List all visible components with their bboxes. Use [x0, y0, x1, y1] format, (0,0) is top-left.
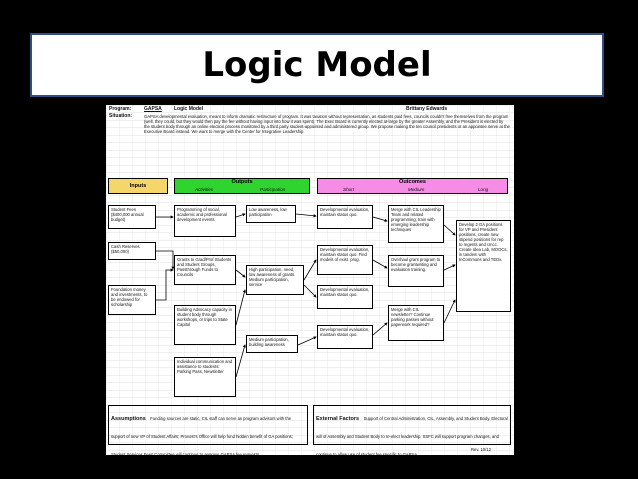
revision-note: Rev. 10/12 [471, 447, 491, 452]
short-outcome-box: Developmental evaluation, maintain statu… [317, 325, 373, 349]
short-outcome-box: Developmental evaluation, maintain statu… [317, 285, 373, 309]
connector-arrows [156, 213, 456, 378]
logic-model-sheet: Program: GAPSA Logic Model Brittany Edwa… [106, 105, 514, 455]
participation-box: Medium participation, building awareness [246, 335, 298, 353]
inputs-header: Inputs [108, 178, 168, 194]
short-outcome-box: Developmental evaluation, maintain statu… [317, 245, 373, 275]
external-factors-label: External Factors [316, 416, 360, 422]
medium-outcome-box: Merge with CIL Leadership Team and relat… [388, 205, 444, 243]
outputs-header: Outputs Activities Participation [174, 178, 310, 194]
short-subheader: Short [343, 187, 354, 192]
outcomes-header: Outcomes Short Medium Long [317, 178, 508, 194]
assumptions-label: Assumptions [111, 416, 146, 422]
outputs-title: Outputs [231, 179, 253, 185]
activity-box: Individual communication and assistance … [174, 357, 236, 397]
activity-box: Building Advocacy capacity in student bo… [174, 305, 236, 345]
activity-box: Programming of social, academic and prof… [174, 205, 236, 237]
input-box: Student Fees ($400,000 annual budget) [108, 205, 156, 229]
participation-box: Low awareness, low participation [246, 205, 296, 223]
slide-title-box: Logic Model [30, 33, 604, 97]
medium-outcome-box: Overhaul grant program to become grantwr… [388, 255, 444, 287]
model-label: Logic Model [174, 106, 204, 112]
activity-box: Grants to Grad/Prof Students and Student… [174, 255, 236, 285]
activities-subheader: Activities [195, 187, 214, 192]
external-factors-box: External Factors Support of Central Admi… [313, 405, 511, 455]
external-factors-text: Support of Central Administration, CIL, … [316, 416, 508, 455]
program-label: Program: [109, 106, 132, 112]
participation-box: High participation, need, low awareness … [246, 265, 304, 295]
participation-subheader: Participation [260, 187, 286, 192]
assumptions-text: Funding sources are static, CIL staff ca… [111, 416, 293, 455]
slide-title: Logic Model [202, 45, 432, 85]
input-box: Foundation money and investments, to be … [108, 285, 156, 315]
long-subheader: Long [478, 187, 489, 192]
long-outcome-box: Develop 2 GA positions for VP and Presid… [456, 220, 511, 312]
assumptions-box: Assumptions Funding sources are static, … [108, 405, 308, 455]
medium-subheader: Medium [408, 187, 425, 192]
situation-label: Situation: [109, 113, 133, 119]
situation-text: GAPSA developmental evaluation, meant to… [144, 114, 510, 134]
author-name: Brittany Edwards [406, 106, 448, 112]
short-outcome-box: Developmental evaluation, maintain statu… [317, 205, 373, 229]
medium-outcome-box: Merge with CIL newsletter? Continue park… [388, 305, 444, 341]
outcomes-title: Outcomes [399, 179, 426, 185]
program-name: GAPSA [144, 106, 162, 112]
input-box: Cash Reserves ($50,000) [108, 242, 156, 260]
